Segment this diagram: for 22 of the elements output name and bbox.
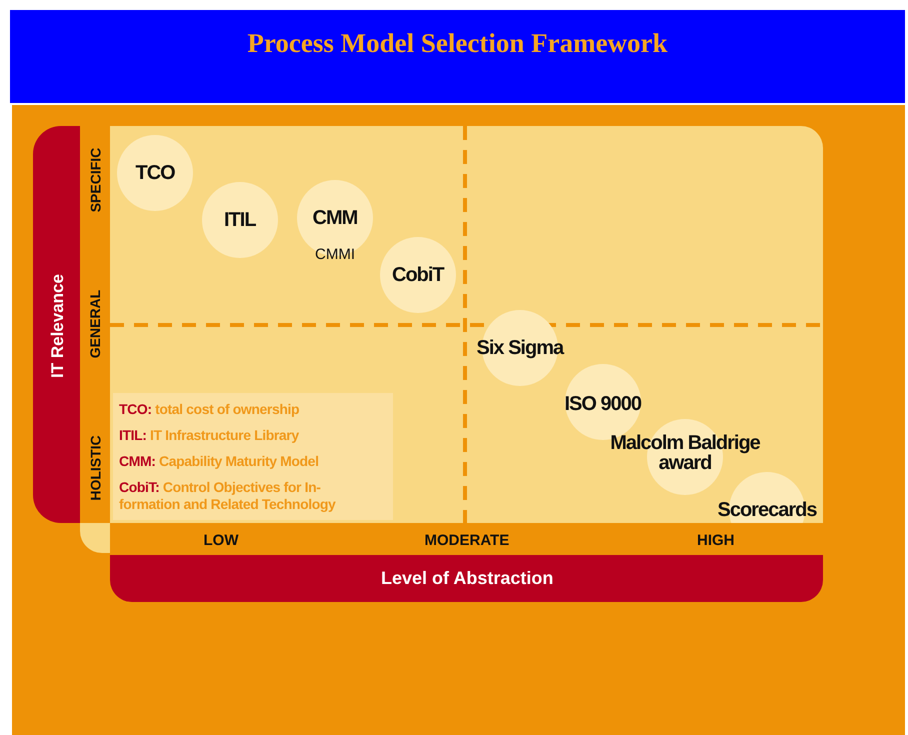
axis-tick-label: HOLISTIC <box>87 435 104 501</box>
bubble-label: ITIL <box>224 210 256 230</box>
glossary-entry: CMM: Capability Maturity Model <box>119 453 319 470</box>
axis-tick-label: HIGH <box>697 532 734 548</box>
axis-tick-label: SPECIFIC <box>86 148 103 212</box>
bubble-label: CMM <box>312 208 358 228</box>
axis-title: Level of Abstraction <box>381 568 554 588</box>
bubble-label: ISO 9000 <box>564 394 642 414</box>
axis-tick-label: LOW <box>204 532 238 548</box>
axis-title: IT Relevance <box>48 274 68 378</box>
diagram-title: Process Model Selection Framework <box>246 28 669 59</box>
glossary-entry: TCO: total cost of ownership <box>119 401 300 418</box>
glossary-entry: ITIL: IT Infrastructure Library <box>119 427 299 444</box>
bubble-label: Scorecards <box>718 500 816 520</box>
bubble-label: TCO <box>136 163 175 183</box>
axis-tick-label: GENERAL <box>87 290 104 358</box>
bubble-label: Malcolm Baldrige award <box>610 433 760 473</box>
bubble-label: CobiT <box>392 265 444 285</box>
axis-tick-label: MODERATE <box>424 532 510 548</box>
bubble-caption: CMMI <box>315 246 355 262</box>
glossary-entry: CobiT: Control Objectives for In-formation and Related Technology <box>119 479 337 513</box>
bubble-label: Six Sigma <box>476 338 564 358</box>
